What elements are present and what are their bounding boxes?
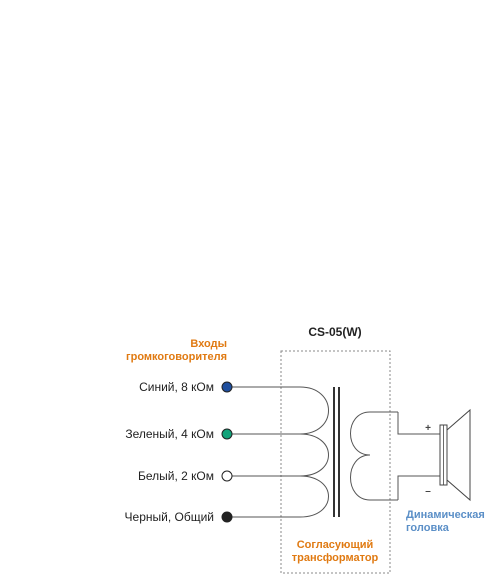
primary-coil-loop-2 — [299, 433, 329, 477]
transformer-caption-line2: трансформатор — [292, 552, 379, 564]
transformer-caption-line1: Согласующий — [297, 539, 374, 551]
secondary-coil-loop-1 — [350, 411, 398, 456]
inputs-heading-line2: громкоговорителя — [126, 351, 227, 363]
speaker-plus-sign: + — [425, 423, 431, 434]
transformer-enclosure — [280, 350, 391, 574]
terminal-label-black: Черный, Общий — [125, 510, 214, 524]
terminal-label-blue: Синий, 8 кОм — [139, 380, 214, 394]
terminal-dot-black — [221, 511, 233, 523]
terminal-dot-white — [221, 470, 233, 482]
speaker-caption-line2: головка — [406, 522, 450, 534]
speaker-minus-sign: – — [425, 486, 431, 497]
transformer-model-label: CS-05(W) — [308, 325, 361, 339]
secondary-coil-loop-2 — [350, 454, 398, 501]
primary-coil-loop-1 — [299, 386, 329, 435]
terminal-label-white: Белый, 2 кОм — [138, 469, 214, 483]
speaker-wire-minus — [397, 475, 440, 500]
speaker-wire-plus — [397, 412, 440, 435]
inputs-heading-line1: Входы — [190, 338, 227, 350]
speaker-icon — [439, 408, 471, 502]
speaker-caption-line1: Динамическая — [406, 509, 485, 521]
terminal-dot-blue — [221, 381, 233, 393]
primary-coil-loop-3 — [299, 475, 329, 518]
terminal-dot-green — [221, 428, 233, 440]
terminal-label-green: Зеленый, 4 кОм — [125, 427, 214, 441]
